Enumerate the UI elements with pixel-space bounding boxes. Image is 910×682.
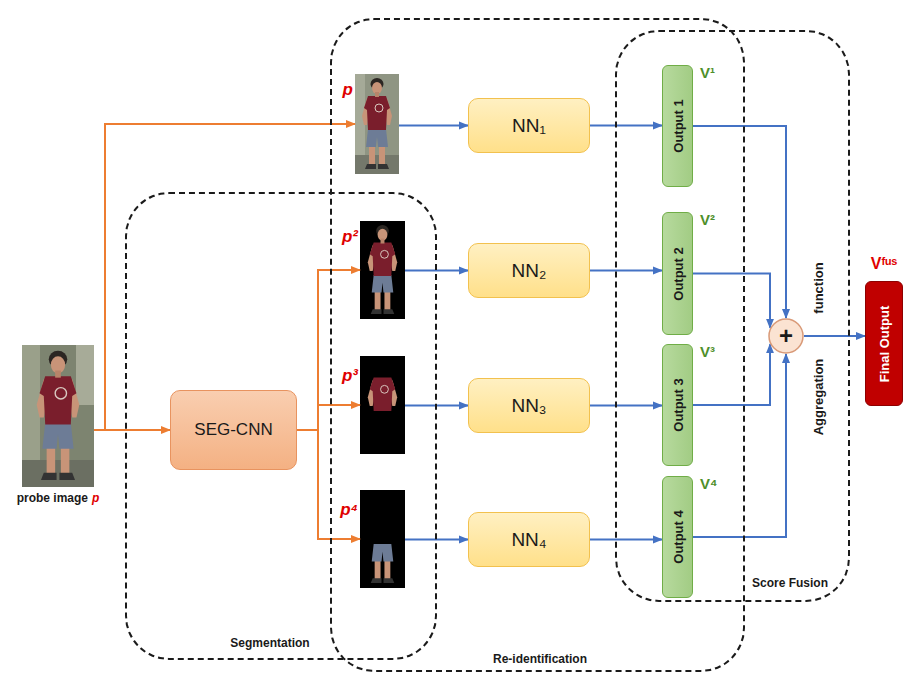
connector-arrow xyxy=(693,126,786,318)
vertical-label: Output 4 xyxy=(670,510,685,563)
connector-arrow xyxy=(590,270,662,272)
connector-arrow xyxy=(297,270,360,430)
region-label: Score Fusion xyxy=(752,576,828,590)
network-box: NN₁ xyxy=(468,98,590,153)
region-label: Re-identification xyxy=(493,652,587,666)
box-label: NN₄ xyxy=(511,529,546,551)
image-frame: p xyxy=(355,74,399,174)
connector-arrow xyxy=(804,335,865,337)
vertical-label: Final Output xyxy=(877,305,892,382)
side-label: Aggregation xyxy=(811,359,826,436)
side-label: function xyxy=(811,262,826,313)
score-symbol: V⁴ xyxy=(700,475,717,492)
image-frame: p³ xyxy=(360,356,405,454)
connector-arrow xyxy=(399,125,468,127)
image-symbol: p xyxy=(92,491,99,505)
box-label: SEG-CNN xyxy=(194,420,272,440)
connector-arrow xyxy=(94,429,170,431)
image-caption: probe image p xyxy=(17,491,100,505)
output-box: Output 2V² xyxy=(662,212,693,335)
score-symbol: Vᶠᵘˢ xyxy=(871,255,897,273)
score-symbol: V³ xyxy=(700,343,715,360)
image-caption-text: probe image xyxy=(17,491,88,505)
network-box: NN₄ xyxy=(468,512,590,567)
image-frame: p⁴ xyxy=(360,490,405,588)
plus-sign: + xyxy=(779,324,793,348)
connector-arrow xyxy=(590,405,662,407)
box-label: NN₁ xyxy=(512,115,546,137)
output-box: Output 4V⁴ xyxy=(662,476,693,598)
image-symbol: p⁴ xyxy=(340,500,358,520)
connector-arrow xyxy=(94,124,355,430)
segmentation-region: Segmentation SEG-CNN p² p³ p⁴ xyxy=(125,192,437,660)
vertical-label: Output 1 xyxy=(670,99,685,152)
seg-cnn-box: SEG-CNN xyxy=(170,390,297,470)
output-box: Output 3V³ xyxy=(662,344,693,466)
network-box: NN₃ xyxy=(468,378,590,433)
vertical-label: Output 3 xyxy=(670,378,685,431)
box-label: NN₃ xyxy=(511,395,546,417)
output-box: Output 1V¹ xyxy=(662,65,693,187)
score-symbol: V² xyxy=(700,211,715,228)
aggregation-circle: + xyxy=(768,318,804,354)
score-symbol: V¹ xyxy=(700,64,715,81)
final-output-box: Final OutputVᶠᵘˢ xyxy=(865,281,903,406)
score-fusion-region: Score FusionOutput 1V¹Output 2V²Output 3… xyxy=(615,30,850,602)
image-symbol: p³ xyxy=(342,366,358,386)
network-box: NN₂ xyxy=(468,243,590,298)
probe-image: probe imagep xyxy=(22,345,94,487)
connector-arrow xyxy=(297,430,360,539)
connector-arrow xyxy=(590,125,662,127)
connector-arrow xyxy=(693,274,770,328)
connector-arrow xyxy=(693,354,786,537)
connector-arrow xyxy=(297,405,360,430)
image-frame: p² xyxy=(360,221,405,319)
vertical-label: Output 2 xyxy=(670,247,685,300)
region-label: Segmentation xyxy=(230,636,309,650)
image-symbol: p² xyxy=(342,227,358,247)
box-label: NN₂ xyxy=(512,260,547,282)
image-symbol: p xyxy=(343,80,353,100)
connector-arrow xyxy=(590,539,662,541)
